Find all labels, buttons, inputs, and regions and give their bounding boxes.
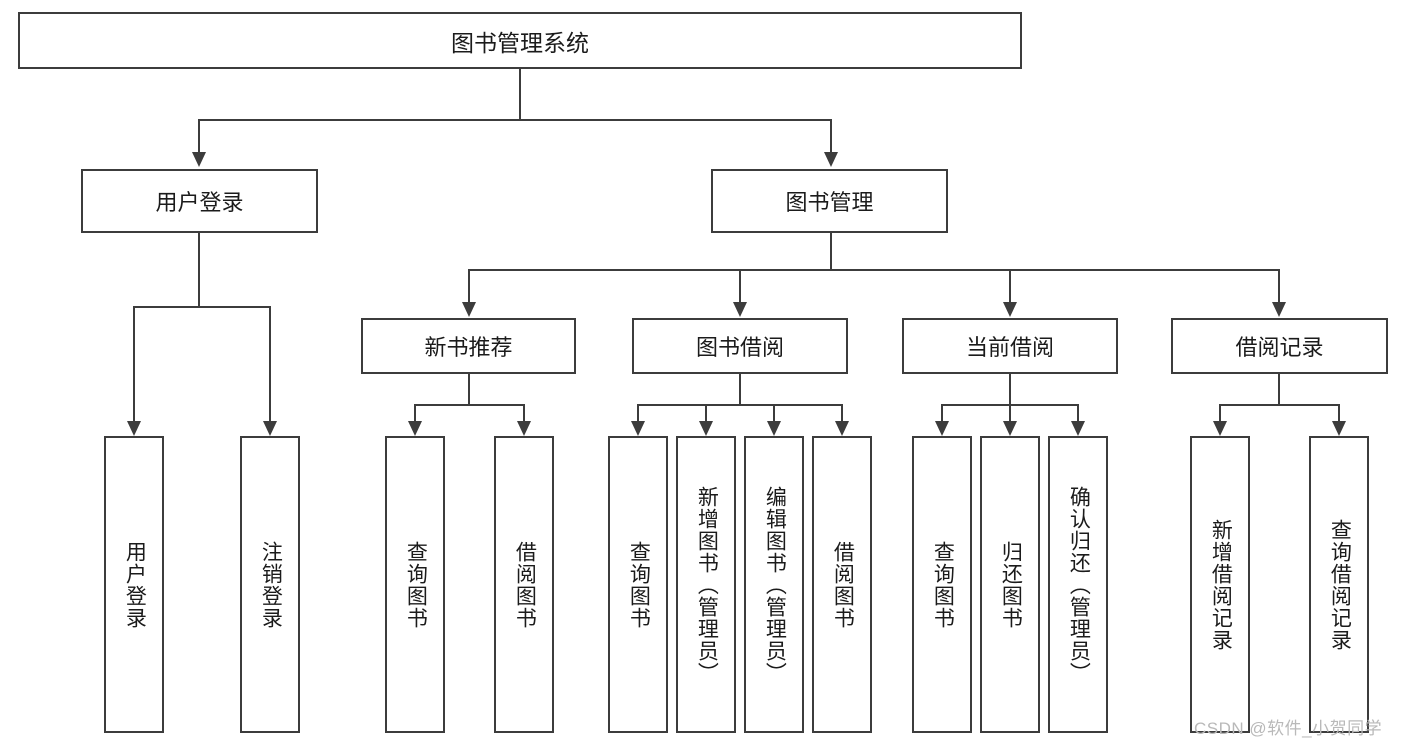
leaf-label: 新增图书（管理员）	[695, 485, 719, 684]
connector-borrow-record-bus	[1219, 404, 1340, 406]
arrowhead-new-book-recommend	[462, 302, 476, 317]
connector-root-bus	[198, 119, 832, 121]
leaf-logout[interactable]: 注销登录	[240, 436, 300, 733]
leaf-bb-borrow-book[interactable]: 借阅图书	[812, 436, 872, 733]
arrowhead-book-borrow	[733, 302, 747, 317]
connector-cb-leaf-1	[941, 404, 943, 423]
arrowhead-bb-leaf-3	[767, 421, 781, 436]
connector-user-login-stem	[198, 233, 200, 308]
leaf-cb-query-book[interactable]: 查询图书	[912, 436, 972, 733]
leaf-label: 查询图书	[404, 540, 428, 629]
node-current-borrow[interactable]: 当前借阅	[902, 318, 1118, 374]
connector-cb-leaf-2	[1009, 404, 1011, 423]
connector-bm-to-book-borrow	[739, 269, 741, 304]
arrowhead-bb-leaf-2	[699, 421, 713, 436]
connector-new-book-stem	[468, 374, 470, 406]
leaf-nb-borrow-book[interactable]: 借阅图书	[494, 436, 554, 733]
connector-current-borrow-stem	[1009, 374, 1011, 406]
connector-cb-leaf-3	[1077, 404, 1079, 423]
connector-user-login-leaf-2	[269, 306, 271, 423]
leaf-br-query-record[interactable]: 查询借阅记录	[1309, 436, 1369, 733]
node-label: 用户登录	[155, 190, 244, 215]
connector-book-management-stem	[830, 233, 832, 271]
connector-root-to-user-login	[198, 119, 200, 154]
leaf-bb-edit-book-admin[interactable]: 编辑图书（管理员）	[744, 436, 804, 733]
connector-br-leaf-1	[1219, 404, 1221, 423]
node-label: 图书管理系统	[451, 29, 589, 56]
arrowhead-current-borrow	[1003, 302, 1017, 317]
arrowhead-nb-leaf-2	[517, 421, 531, 436]
node-label: 图书借阅	[695, 335, 784, 360]
connector-book-borrow-stem	[739, 374, 741, 406]
connector-bm-to-current-borrow	[1009, 269, 1011, 304]
node-label: 当前借阅	[965, 335, 1054, 360]
leaf-label: 借阅图书	[513, 540, 537, 629]
leaf-label: 查询借阅记录	[1328, 518, 1352, 651]
node-label: 新书推荐	[424, 335, 513, 360]
leaf-label: 注销登录	[259, 540, 283, 629]
arrowhead-bb-leaf-1	[631, 421, 645, 436]
leaf-user-login[interactable]: 用户登录	[104, 436, 164, 733]
node-user-login[interactable]: 用户登录	[81, 169, 318, 233]
connector-bm-to-new-book	[468, 269, 470, 304]
arrowhead-leaf-user-login	[127, 421, 141, 436]
connector-user-login-leaf-1	[133, 306, 135, 423]
connector-root-stem	[519, 69, 521, 120]
arrowhead-br-leaf-2	[1332, 421, 1346, 436]
node-book-management[interactable]: 图书管理	[711, 169, 948, 233]
arrowhead-bb-leaf-4	[835, 421, 849, 436]
leaf-nb-query-book[interactable]: 查询图书	[385, 436, 445, 733]
arrowhead-borrow-record	[1272, 302, 1286, 317]
arrowhead-cb-leaf-3	[1071, 421, 1085, 436]
arrowhead-nb-leaf-1	[408, 421, 422, 436]
node-root-book-management-system[interactable]: 图书管理系统	[18, 12, 1022, 69]
arrowhead-br-leaf-1	[1213, 421, 1227, 436]
connector-bm-to-borrow-record	[1278, 269, 1280, 304]
leaf-label: 查询图书	[627, 540, 651, 629]
connector-br-leaf-2	[1338, 404, 1340, 423]
connector-bb-leaf-2	[705, 404, 707, 423]
leaf-br-add-record[interactable]: 新增借阅记录	[1190, 436, 1250, 733]
csdn-watermark: CSDN @软件_小贺同学	[1194, 719, 1383, 738]
connector-bb-leaf-1	[637, 404, 639, 423]
arrowhead-user-login	[192, 152, 206, 167]
leaf-label: 确认归还（管理员）	[1067, 485, 1091, 684]
leaf-label: 归还图书	[999, 540, 1023, 629]
connector-root-to-book-management	[830, 119, 832, 154]
connector-new-book-bus	[414, 404, 524, 406]
node-borrow-record[interactable]: 借阅记录	[1171, 318, 1388, 374]
arrowhead-leaf-logout	[263, 421, 277, 436]
connector-bb-leaf-3	[773, 404, 775, 423]
connector-new-book-leaf-2	[523, 404, 525, 423]
arrowhead-book-management	[824, 152, 838, 167]
leaf-cb-confirm-return-admin[interactable]: 确认归还（管理员）	[1048, 436, 1108, 733]
leaf-label: 借阅图书	[831, 540, 855, 629]
node-label: 借阅记录	[1235, 335, 1324, 360]
leaf-label: 查询图书	[931, 540, 955, 629]
connector-borrow-record-stem	[1278, 374, 1280, 406]
node-new-book-recommend[interactable]: 新书推荐	[361, 318, 576, 374]
leaf-bb-add-book-admin[interactable]: 新增图书（管理员）	[676, 436, 736, 733]
leaf-label: 编辑图书（管理员）	[763, 485, 787, 684]
leaf-label: 用户登录	[123, 540, 147, 629]
connector-new-book-leaf-1	[414, 404, 416, 423]
connector-book-management-bus	[468, 269, 1280, 271]
arrowhead-cb-leaf-1	[935, 421, 949, 436]
leaf-label: 新增借阅记录	[1209, 518, 1233, 651]
leaf-bb-query-book[interactable]: 查询图书	[608, 436, 668, 733]
leaf-cb-return-book[interactable]: 归还图书	[980, 436, 1040, 733]
node-label: 图书管理	[785, 190, 874, 215]
node-book-borrow[interactable]: 图书借阅	[632, 318, 848, 374]
connector-book-borrow-bus	[637, 404, 843, 406]
arrowhead-cb-leaf-2	[1003, 421, 1017, 436]
connector-user-login-bus	[133, 306, 270, 308]
connector-bb-leaf-4	[841, 404, 843, 423]
